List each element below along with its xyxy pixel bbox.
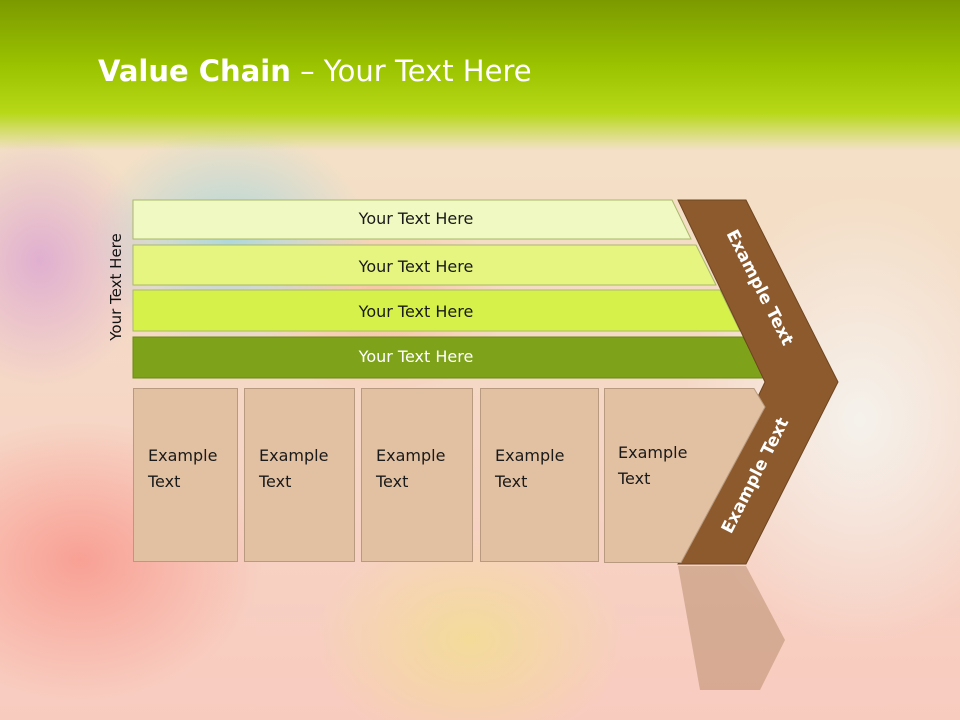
column-line2: Text	[495, 472, 528, 491]
chevron-shape[interactable]	[677, 199, 839, 565]
band-4-label: Your Text Here	[358, 347, 474, 366]
band-1[interactable]	[132, 199, 692, 240]
header-bar	[0, 0, 960, 150]
column-line1: Example	[148, 446, 218, 465]
column-line2: Text	[148, 472, 181, 491]
title-bold: Value Chain	[98, 54, 291, 88]
column-line1: Example	[376, 446, 446, 465]
band-2-label: Your Text Here	[358, 257, 474, 276]
band-3[interactable]	[132, 289, 741, 332]
column-line2: Text	[617, 469, 650, 488]
band-3-label: Your Text Here	[358, 302, 474, 321]
column-line2: Text	[376, 472, 409, 491]
slide-title[interactable]: Value Chain – Your Text Here	[98, 54, 532, 88]
chevron-reflection	[678, 566, 785, 690]
column-line1: Example	[495, 446, 565, 465]
column-line1: Example	[259, 446, 329, 465]
band-2[interactable]	[132, 244, 717, 286]
band-1-label: Your Text Here	[358, 209, 474, 228]
column-line1: Example	[618, 443, 687, 462]
title-rest: – Your Text Here	[290, 54, 532, 88]
activity-column-5[interactable]: Example Text	[604, 388, 774, 563]
column-line2: Text	[259, 472, 292, 491]
